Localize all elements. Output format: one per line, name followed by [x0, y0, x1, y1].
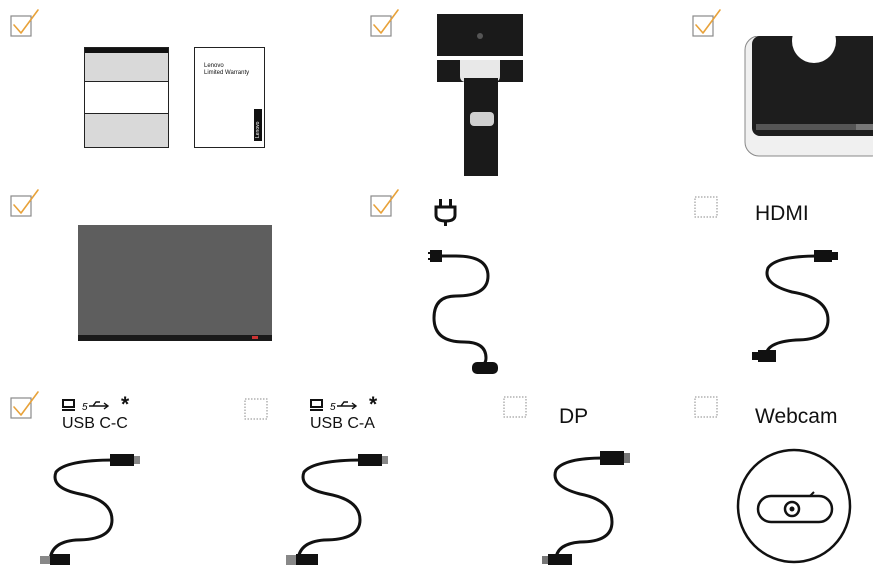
usb-c-c-speed: 5	[82, 402, 88, 413]
hdmi-label: HDMI	[755, 202, 809, 225]
usb-c-a-cable-icon	[286, 454, 388, 565]
warranty-title-line2: Limited Warranty	[204, 70, 250, 76]
monitor-checkbox[interactable]	[10, 188, 44, 220]
dp-checkbox[interactable]	[503, 396, 529, 420]
stand-icon	[437, 14, 523, 176]
hdmi-cable-icon	[752, 250, 838, 362]
webcam-label: Webcam	[755, 405, 838, 428]
usb-c-c-checkbox[interactable]	[10, 390, 44, 422]
usb-c-a-asterisk: *	[369, 393, 378, 416]
dp-label: DP	[559, 405, 589, 428]
usb-c-c-asterisk: *	[121, 393, 130, 416]
usb-c-c-icons: 5	[62, 399, 110, 413]
usb-c-c-cable-icon	[40, 454, 140, 565]
base-icon	[744, 36, 873, 157]
base-checkbox[interactable]	[692, 8, 726, 40]
usb-c-a-speed: 5	[330, 402, 336, 413]
warranty-title-line1: Lenovo	[204, 63, 224, 69]
usb-c-a-label: USB C-A	[310, 415, 375, 432]
usb-c-a-icons: 5	[310, 399, 358, 413]
documentation-sheet-icon	[84, 47, 169, 148]
warranty-booklet: Lenovo Limited Warranty Lenovo	[194, 47, 265, 148]
documentation-checkbox[interactable]	[10, 8, 44, 40]
usb-c-a-checkbox[interactable]	[244, 398, 270, 422]
power-cable-checkbox[interactable]	[370, 188, 404, 220]
webcam-checkbox[interactable]	[694, 396, 720, 420]
webcam-icon	[736, 448, 852, 564]
warranty-logo-text: Lenovo	[255, 121, 261, 138]
stand-checkbox[interactable]	[370, 8, 404, 40]
power-cable-icon	[428, 250, 498, 374]
power-plug-icon	[434, 199, 457, 226]
dp-cable-icon	[542, 451, 630, 565]
warranty-logo-bar: Lenovo	[254, 109, 262, 141]
hdmi-checkbox[interactable]	[694, 196, 720, 220]
monitor-icon	[78, 225, 272, 341]
usb-c-c-label: USB C-C	[62, 415, 128, 432]
